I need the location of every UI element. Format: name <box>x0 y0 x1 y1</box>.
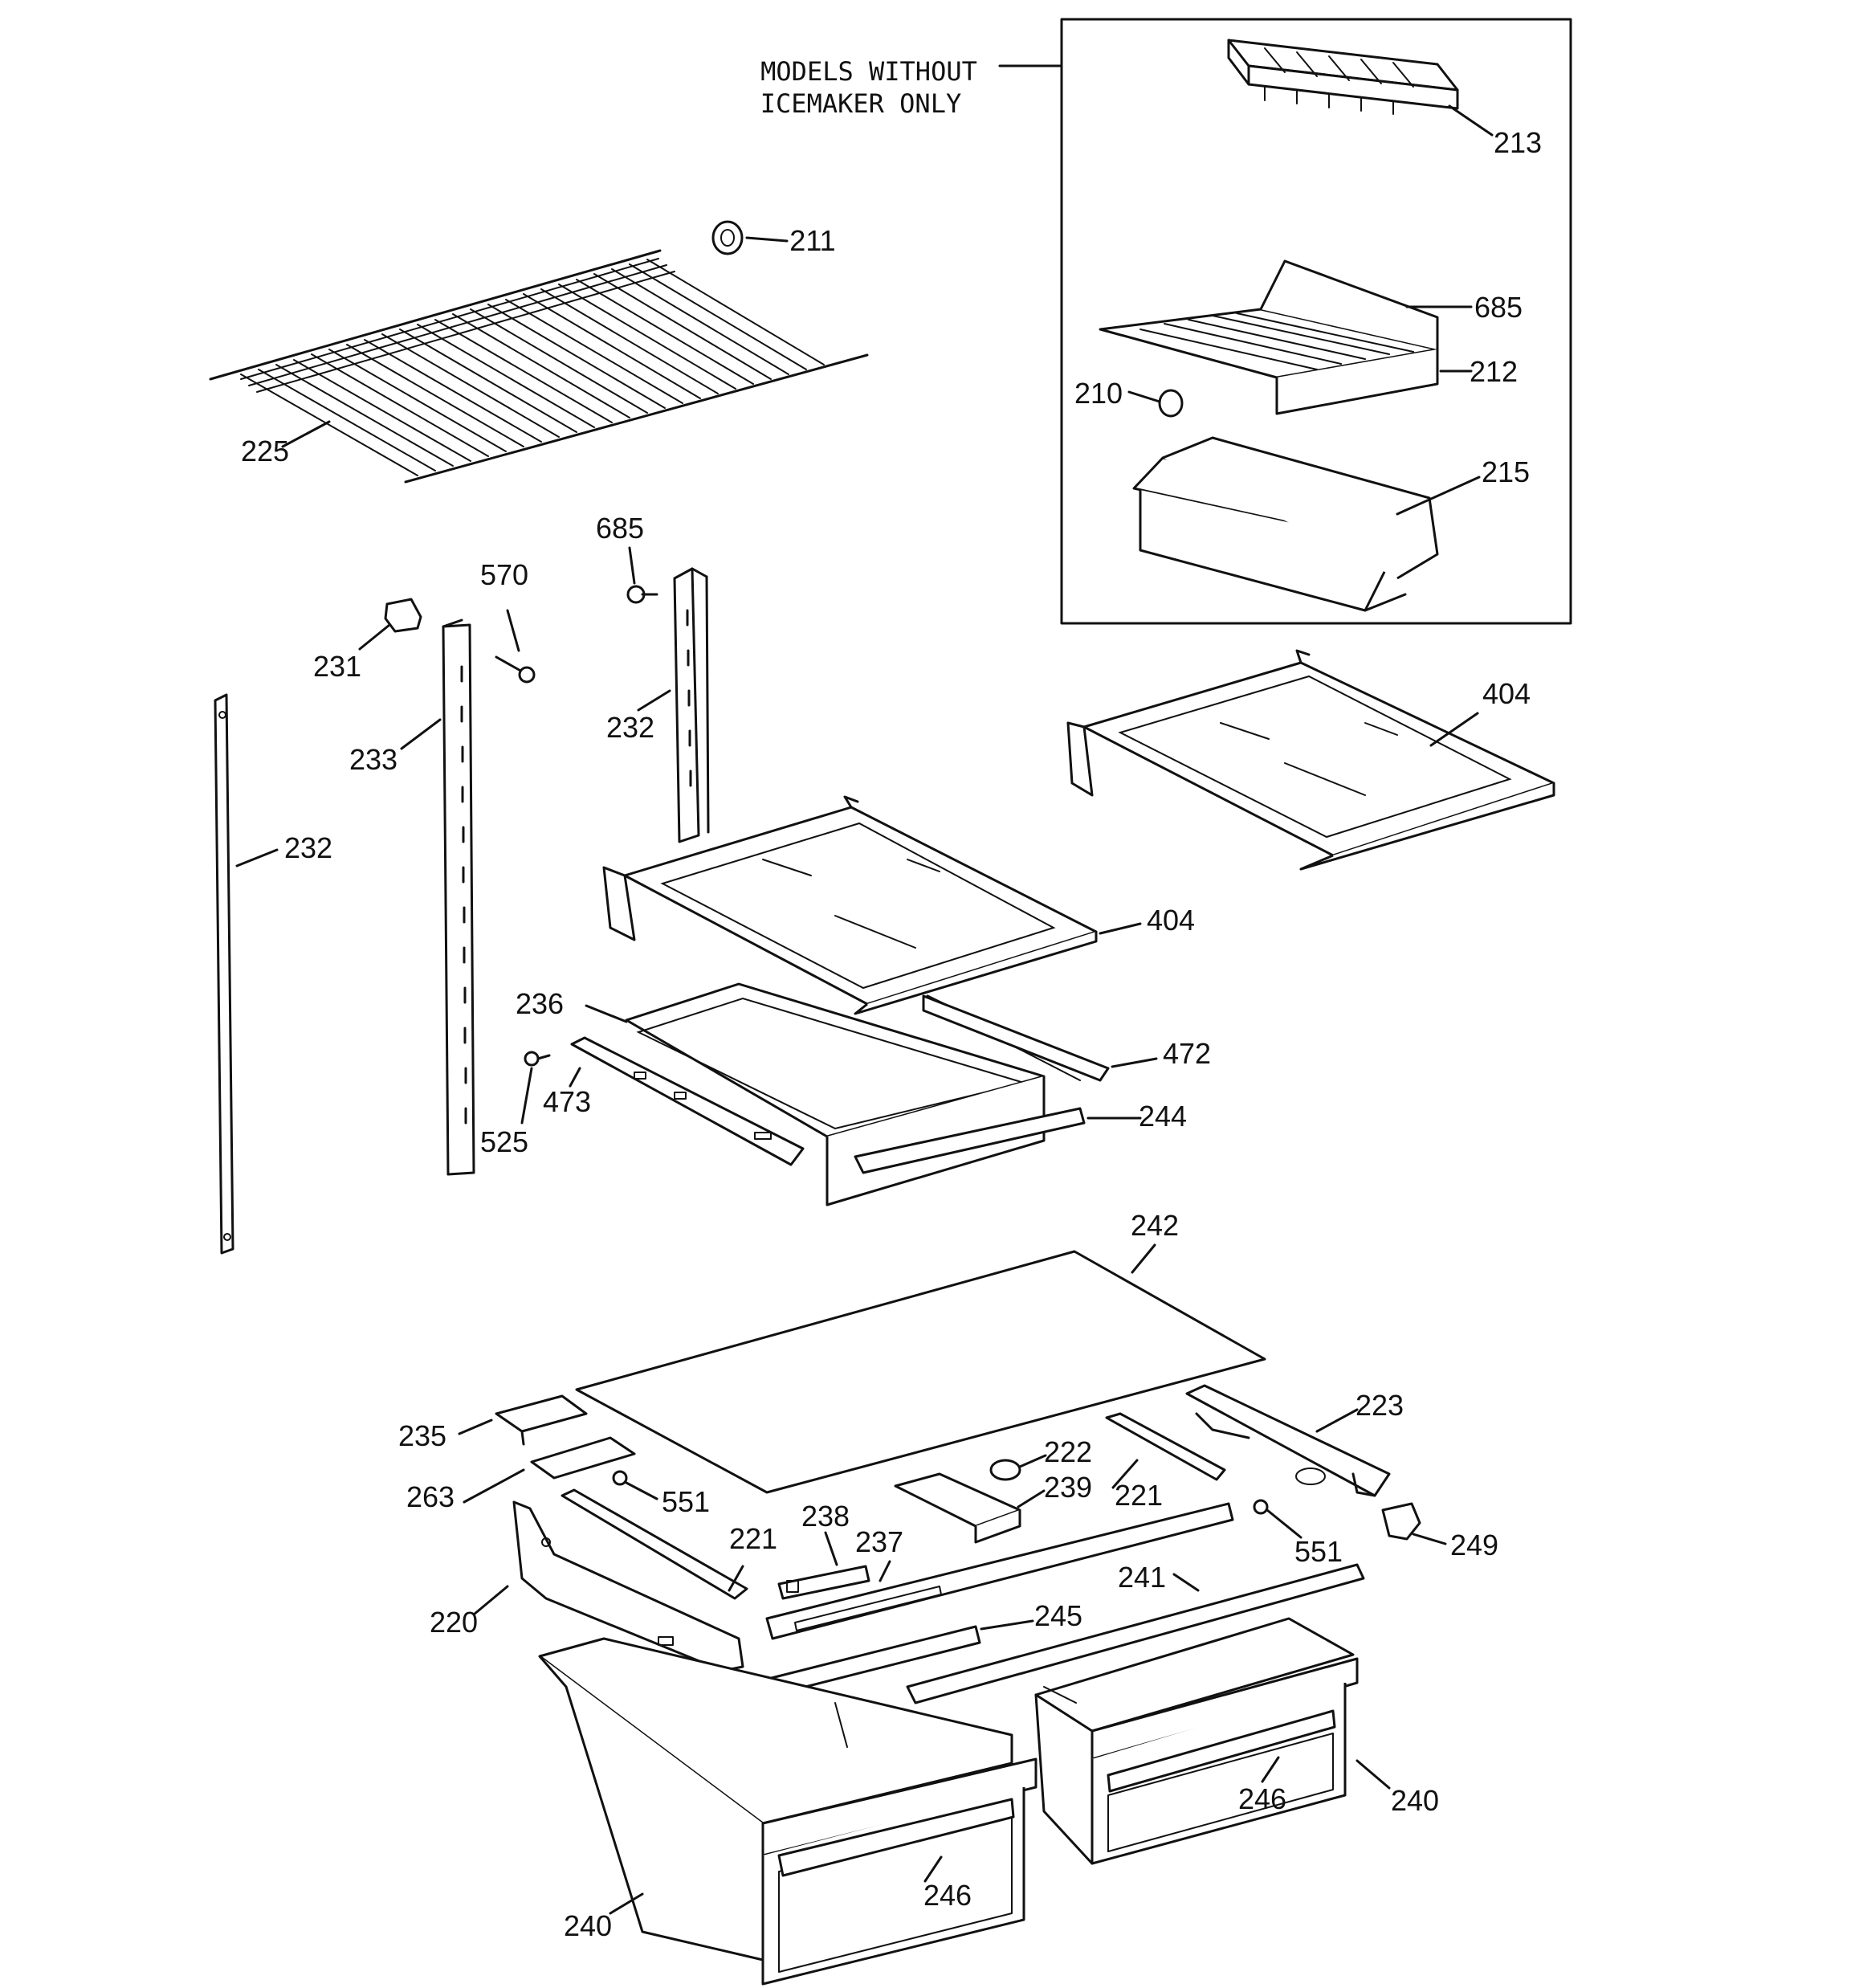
label-570: 570 <box>480 558 528 591</box>
label-212: 212 <box>1470 355 1518 388</box>
part-249-bracket <box>1381 1502 1447 1545</box>
label-223: 223 <box>1355 1389 1404 1422</box>
label-221-left: 221 <box>729 1522 777 1555</box>
label-215: 215 <box>1482 455 1530 488</box>
label-685-inset: 685 <box>1474 291 1523 324</box>
label-473: 473 <box>543 1085 591 1118</box>
label-246-left: 246 <box>923 1879 972 1912</box>
part-212-tray-rack <box>1099 259 1473 415</box>
label-221-right: 221 <box>1115 1479 1163 1512</box>
part-685-screw <box>626 546 658 604</box>
part-242-glass-cover <box>575 1243 1266 1494</box>
part-244-front-trim <box>854 1107 1142 1174</box>
label-551-left: 551 <box>662 1485 710 1518</box>
part-237-front-rail <box>765 1502 1234 1640</box>
label-240-left: 240 <box>564 1909 612 1942</box>
part-210-clip <box>1127 389 1184 418</box>
part-221-right-support <box>1105 1412 1226 1489</box>
label-404-right: 404 <box>1482 677 1531 710</box>
inset-frame <box>1060 18 1572 625</box>
icemaker-inset: MODELS WITHOUT ICEMAKER ONLY 213 <box>760 18 1572 625</box>
label-240-right: 240 <box>1391 1784 1439 1817</box>
part-211-cap <box>711 220 789 255</box>
leader-246-left <box>923 1855 943 1883</box>
part-551-screw-left <box>612 1470 658 1500</box>
label-551-right: 551 <box>1294 1535 1343 1568</box>
label-246-right: 246 <box>1238 1782 1286 1815</box>
label-241: 241 <box>1118 1561 1166 1594</box>
label-239: 239 <box>1044 1471 1092 1504</box>
part-404-shelf-center <box>602 795 1142 1015</box>
part-223-right-slide <box>1185 1384 1391 1497</box>
label-244: 244 <box>1139 1100 1187 1133</box>
part-238-label-plate <box>777 1531 870 1600</box>
label-213: 213 <box>1494 126 1542 159</box>
part-551-screw-right <box>1253 1499 1302 1539</box>
label-237: 237 <box>855 1525 903 1558</box>
part-220-left-bracket <box>472 1500 744 1672</box>
label-225: 225 <box>241 435 289 467</box>
part-263-support <box>463 1436 636 1504</box>
part-231-end-cap <box>358 598 422 651</box>
part-222-roller <box>989 1454 1047 1481</box>
label-685: 685 <box>596 512 644 545</box>
label-249: 249 <box>1450 1529 1498 1561</box>
label-211: 211 <box>789 224 835 257</box>
label-404-center: 404 <box>1147 904 1195 937</box>
part-215-ice-bucket <box>1132 436 1481 612</box>
part-404-shelf-right <box>1066 649 1555 871</box>
part-473-slide <box>569 1036 805 1166</box>
label-233: 233 <box>349 743 397 776</box>
part-221-left-support <box>561 1488 748 1600</box>
part-225-wire-shelf <box>209 249 869 484</box>
label-220: 220 <box>430 1606 478 1639</box>
label-236: 236 <box>516 987 564 1020</box>
label-231: 231 <box>313 650 361 683</box>
label-242: 242 <box>1131 1209 1179 1242</box>
part-213-ice-tray <box>1227 39 1494 137</box>
part-472-slide <box>922 994 1158 1082</box>
part-232-left-rail <box>214 693 279 1255</box>
label-263: 263 <box>406 1480 455 1513</box>
part-235-support <box>458 1394 588 1446</box>
label-232-left: 232 <box>284 831 332 864</box>
part-570-screw <box>495 609 536 684</box>
leader-246-right <box>1261 1756 1280 1783</box>
label-235: 235 <box>398 1419 446 1452</box>
inset-note-line2: ICEMAKER ONLY <box>760 88 961 119</box>
part-232-center-rail <box>637 567 710 843</box>
label-210: 210 <box>1074 377 1123 410</box>
part-525-screw <box>520 1051 551 1125</box>
label-232-center: 232 <box>606 711 654 744</box>
part-239-damper <box>894 1472 1046 1544</box>
part-240-right-crisper <box>1034 1617 1391 1865</box>
label-472: 472 <box>1163 1037 1211 1070</box>
label-525: 525 <box>480 1125 528 1158</box>
part-240-left-crisper <box>538 1637 1037 1986</box>
label-222: 222 <box>1044 1435 1092 1468</box>
part-233-ladder <box>400 618 475 1176</box>
part-241-divider <box>906 1563 1365 1704</box>
label-245: 245 <box>1034 1599 1082 1632</box>
inset-note-line1: MODELS WITHOUT <box>760 56 977 87</box>
label-238: 238 <box>801 1500 850 1533</box>
